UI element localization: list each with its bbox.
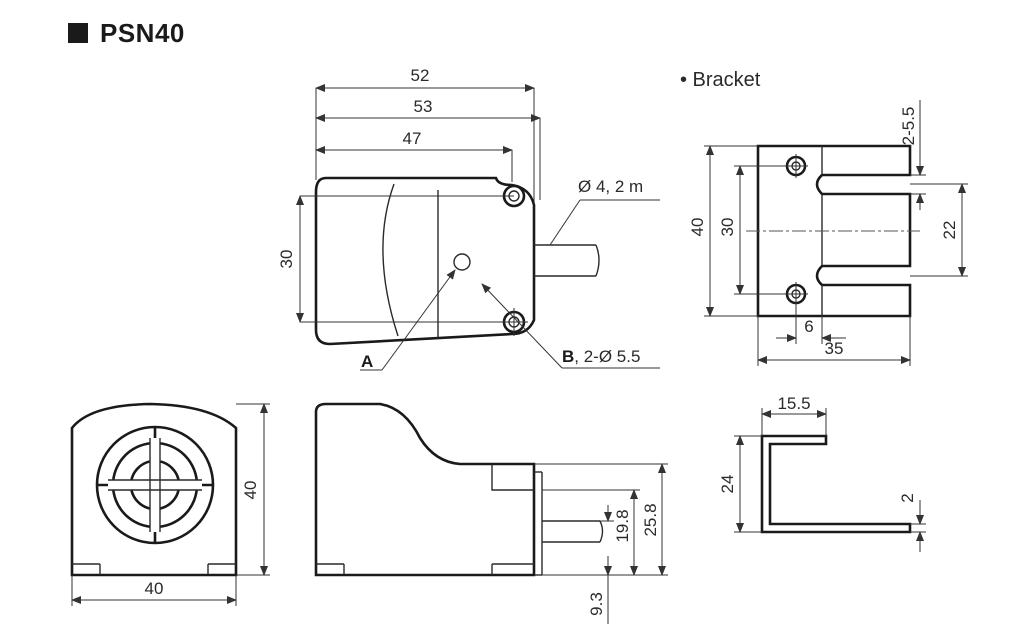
top-view: 52 53 47 30 Ø 4, 2 m [277, 66, 660, 371]
bracket-side-view: 15.5 24 2 [718, 394, 926, 552]
label-b-group: B, 2-Ø 5.5 [562, 347, 640, 366]
label-b-holes: , 2-Ø 5.5 [574, 347, 640, 366]
bracket-dim-40: 40 [688, 218, 707, 237]
bracket-dim-2-5-5: 2-5.5 [899, 107, 918, 146]
bracket-dim-15-5: 15.5 [777, 394, 810, 413]
cable-break [595, 244, 600, 277]
front-dim-40-width: 40 [145, 579, 164, 598]
bracket-top-view: 40 30 22 2-5.5 6 35 [688, 100, 968, 366]
front-dim-40-height: 40 [241, 481, 260, 500]
dim-47-label: 47 [403, 129, 422, 148]
dim-53-label: 53 [414, 97, 433, 116]
bracket-dim-30: 30 [718, 218, 737, 237]
bracket-heading: • Bracket [680, 69, 761, 91]
model-title: PSN40 [100, 17, 185, 48]
side-dim-19-8: 19.8 [613, 509, 632, 542]
label-a: A [361, 352, 373, 371]
side-dim-25-8: 25.8 [641, 503, 660, 536]
front-view: 40 40 [70, 402, 270, 606]
bracket-dim-35: 35 [825, 339, 844, 358]
bracket-dim-2: 2 [898, 493, 917, 502]
bracket-dim-6: 6 [804, 317, 813, 336]
led-indicator [453, 253, 471, 271]
dim-52-label: 52 [411, 66, 430, 85]
bracket-dim-22: 22 [940, 221, 959, 240]
cable-spec-label: Ø 4, 2 m [578, 177, 643, 196]
side-dim-9-3: 9.3 [587, 592, 606, 616]
title-square-icon [68, 23, 88, 43]
dim-30-label: 30 [277, 250, 296, 269]
title-bar: PSN40 [68, 16, 185, 50]
side-view: 25.8 19.8 9.3 [314, 402, 668, 624]
bracket-dim-24: 24 [718, 475, 737, 494]
label-b: B [562, 347, 574, 366]
